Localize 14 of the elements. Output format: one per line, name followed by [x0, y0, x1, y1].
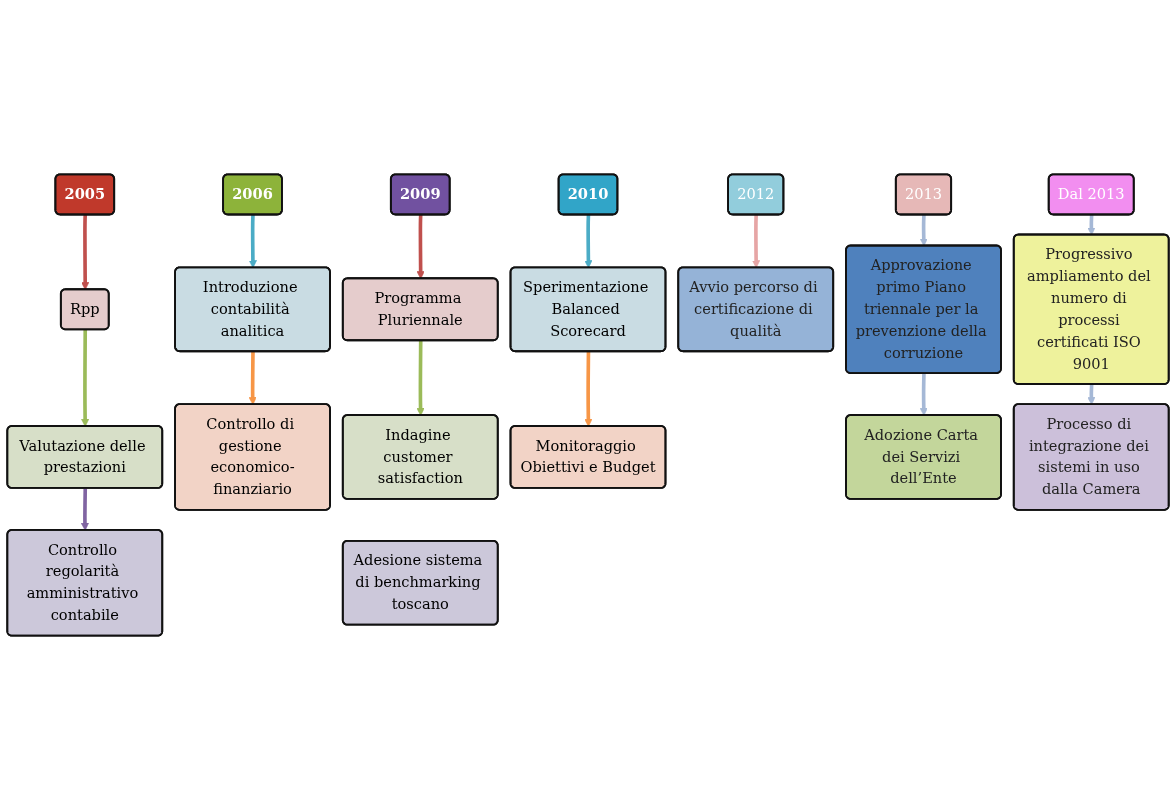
arrow	[752, 214, 761, 269]
arrow	[584, 351, 593, 427]
arrow	[1087, 214, 1096, 236]
arrow	[919, 214, 928, 247]
arrow	[248, 214, 257, 269]
arrow	[919, 373, 928, 416]
arrow	[81, 214, 90, 291]
arrow	[248, 351, 257, 405]
arrow	[416, 214, 425, 280]
arrow	[416, 340, 425, 416]
arrow	[584, 214, 593, 269]
arrow	[81, 329, 90, 427]
arrow	[1087, 384, 1096, 405]
arrow	[80, 488, 89, 531]
